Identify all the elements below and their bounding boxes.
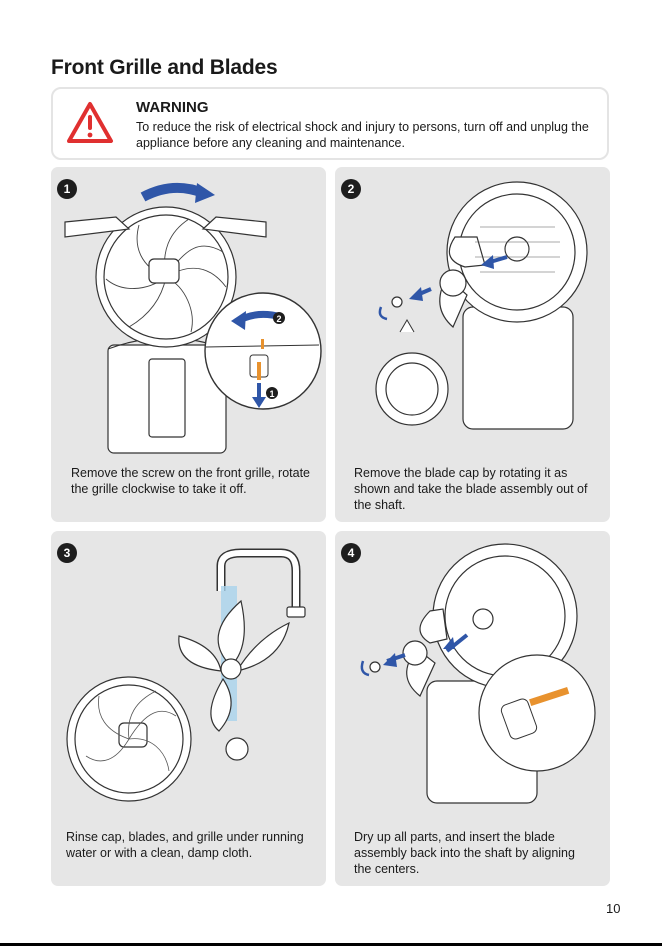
step-3-caption: Rinse cap, blades, and grille under runn… [66,830,304,860]
warning-text: To reduce the risk of electrical shock a… [136,120,589,150]
step-2-caption: Remove the blade cap by rotating it as s… [354,466,588,512]
step-4-panel: 4 Dry up all parts, and insert the blade… [335,531,610,886]
step-number-badge: 4 [341,543,361,563]
warning-heading: WARNING [136,99,209,116]
step-1-caption: Remove the screw on the front grille, ro… [71,466,311,496]
callout-1-label: 1 [269,389,274,399]
step-number-badge: 1 [57,179,77,199]
warning-box: WARNING To reduce the risk of electrical… [51,87,609,160]
step-number-badge: 2 [341,179,361,199]
callout-2-label: 2 [276,314,281,324]
remove-blades-illustration [375,181,588,430]
step-number-badge: 3 [57,543,77,563]
page-title: Front Grille and Blades [51,56,278,79]
bottom-rule [0,943,662,946]
remove-grille-illustration: 2 1 [64,182,322,454]
step-1-panel: 2 1 1 Remove the screw on the front gril… [51,167,326,522]
reinstall-blades-illustration [360,543,596,804]
step-2-panel: 2 Remove the blade cap by rotating it as… [335,167,610,522]
step-3-panel: 3 Rinse cap, blades, and grille under ru… [51,531,326,886]
rinse-parts-illustration [66,548,306,802]
step-4-caption: Dry up all parts, and insert the blade a… [354,830,575,876]
page-number: 10 [606,901,621,916]
warning-triangle-icon [67,102,113,143]
